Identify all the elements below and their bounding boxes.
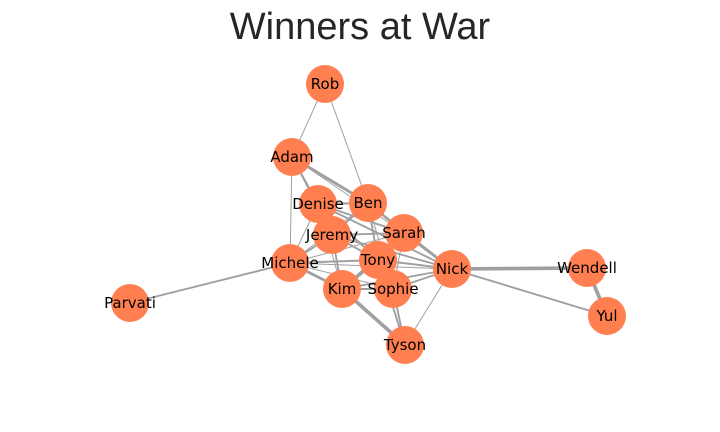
node-circle-wendell (568, 249, 606, 287)
node-wendell: Wendell (557, 249, 617, 287)
node-circle-adam (273, 138, 311, 176)
node-circle-michele (271, 244, 309, 282)
node-sarah: Sarah (382, 214, 426, 252)
node-tyson: Tyson (383, 326, 426, 364)
node-label-tony: Tony (360, 251, 395, 269)
node-label-adam: Adam (270, 148, 313, 166)
node-circle-jeremy (313, 216, 351, 254)
node-label-michele: Michele (261, 254, 319, 272)
edge-rob-ben (324, 83, 369, 204)
node-yul: Yul (588, 297, 626, 335)
edge-denise-nick (317, 203, 453, 270)
node-circle-nick (433, 250, 471, 288)
edge-sarah-michele (289, 232, 405, 264)
node-circle-sarah (385, 214, 423, 252)
node-label-sarah: Sarah (382, 224, 426, 242)
node-circle-tony (359, 241, 397, 279)
node-label-parvati: Parvati (104, 294, 156, 312)
edge-nick-wendell (450, 266, 589, 271)
node-circle-tyson (386, 326, 424, 364)
node-label-wendell: Wendell (557, 259, 617, 277)
node-circle-kim (323, 270, 361, 308)
node-label-jeremy: Jeremy (305, 226, 358, 244)
graph-title: Winners at War (229, 6, 491, 48)
node-circle-sophie (374, 270, 412, 308)
node-label-ben: Ben (353, 194, 382, 212)
edge-michele-parvati (129, 262, 291, 304)
node-label-rob: Rob (311, 75, 339, 93)
node-nick: Nick (433, 250, 471, 288)
node-label-denise: Denise (292, 195, 344, 213)
node-circle-rob (306, 65, 344, 103)
edge-adam-sarah (291, 156, 405, 234)
node-denise: Denise (292, 185, 344, 223)
node-label-kim: Kim (328, 280, 357, 298)
node-michele: Michele (261, 244, 319, 282)
edge-nick-yul (451, 268, 608, 317)
node-circle-ben (349, 184, 387, 222)
node-circle-yul (588, 297, 626, 335)
node-label-tyson: Tyson (383, 336, 426, 354)
node-circle-parvati (111, 284, 149, 322)
node-parvati: Parvati (104, 284, 156, 322)
node-label-sophie: Sophie (367, 280, 418, 298)
node-adam: Adam (270, 138, 314, 176)
node-circle-denise (299, 185, 337, 223)
node-ben: Ben (349, 184, 387, 222)
node-label-yul: Yul (595, 307, 617, 325)
node-tony: Tony (359, 241, 397, 279)
node-label-nick: Nick (436, 260, 469, 278)
node-rob: Rob (306, 65, 344, 103)
node-sophie: Sophie (367, 270, 419, 308)
node-kim: Kim (323, 270, 361, 308)
node-jeremy: Jeremy (305, 216, 358, 254)
